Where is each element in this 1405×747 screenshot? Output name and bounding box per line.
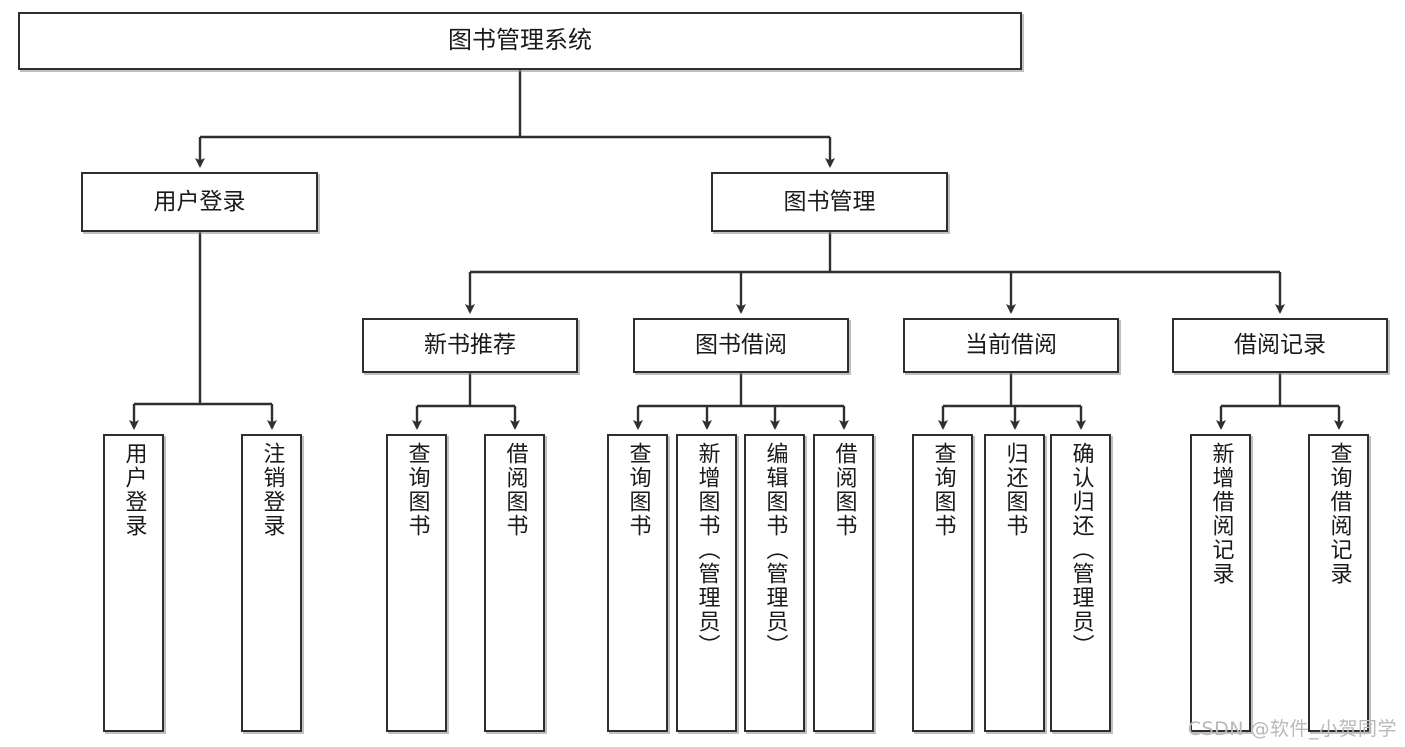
node-borrow-record[interactable]: 借阅记录 xyxy=(1172,318,1388,373)
node-leaf-user-logout-label: 注销登录 xyxy=(259,442,285,538)
node-leaf-rec-query-book-label: 查询图书 xyxy=(404,442,430,538)
node-leaf-cur-query-book[interactable]: 查询图书 xyxy=(912,434,973,732)
node-leaf-user-logout[interactable]: 注销登录 xyxy=(241,434,302,732)
node-new-book-recommend-label: 新书推荐 xyxy=(424,332,516,359)
node-leaf-borrow-edit-book[interactable]: 编辑图书（管理员） xyxy=(744,434,805,732)
node-leaf-user-login[interactable]: 用户登录 xyxy=(103,434,164,732)
node-leaf-rec-add-record[interactable]: 新增借阅记录 xyxy=(1190,434,1251,732)
node-current-borrow[interactable]: 当前借阅 xyxy=(903,318,1119,373)
node-leaf-cur-return-book[interactable]: 归还图书 xyxy=(984,434,1045,732)
node-leaf-borrow-query-book-label: 查询图书 xyxy=(625,442,651,538)
node-leaf-borrow-add-book[interactable]: 新增图书（管理员） xyxy=(676,434,737,732)
node-leaf-cur-query-book-label: 查询图书 xyxy=(930,442,956,538)
node-book-borrow-label: 图书借阅 xyxy=(695,332,787,359)
node-leaf-cur-confirm-return-label: 确认归还（管理员） xyxy=(1068,442,1094,658)
node-leaf-rec-query-record[interactable]: 查询借阅记录 xyxy=(1308,434,1369,732)
node-new-book-recommend[interactable]: 新书推荐 xyxy=(362,318,578,373)
node-leaf-cur-return-book-label: 归还图书 xyxy=(1002,442,1028,538)
node-leaf-rec-borrow-book-label: 借阅图书 xyxy=(502,442,528,538)
node-user-login-label: 用户登录 xyxy=(153,188,246,215)
node-borrow-record-label: 借阅记录 xyxy=(1234,332,1326,359)
watermark-text: CSDN @软件_小贺同学 xyxy=(1187,718,1397,740)
node-leaf-borrow-edit-book-label: 编辑图书（管理员） xyxy=(762,442,788,658)
node-user-login[interactable]: 用户登录 xyxy=(81,172,318,232)
node-leaf-borrow-query-book[interactable]: 查询图书 xyxy=(607,434,668,732)
node-leaf-rec-query-book[interactable]: 查询图书 xyxy=(386,434,447,732)
node-leaf-user-login-label: 用户登录 xyxy=(121,442,147,538)
node-leaf-borrow-borrow-book[interactable]: 借阅图书 xyxy=(813,434,874,732)
node-leaf-rec-borrow-book[interactable]: 借阅图书 xyxy=(484,434,545,732)
node-root[interactable]: 图书管理系统 xyxy=(18,12,1022,70)
node-book-manage[interactable]: 图书管理 xyxy=(711,172,948,232)
node-leaf-borrow-add-book-label: 新增图书（管理员） xyxy=(694,442,720,658)
node-root-label: 图书管理系统 xyxy=(448,26,592,55)
node-leaf-rec-query-record-label: 查询借阅记录 xyxy=(1326,442,1352,586)
node-book-manage-label: 图书管理 xyxy=(783,188,876,215)
node-leaf-rec-add-record-label: 新增借阅记录 xyxy=(1208,442,1234,586)
node-book-borrow[interactable]: 图书借阅 xyxy=(633,318,849,373)
node-leaf-borrow-borrow-book-label: 借阅图书 xyxy=(831,442,857,538)
node-current-borrow-label: 当前借阅 xyxy=(965,332,1057,359)
node-leaf-cur-confirm-return[interactable]: 确认归还（管理员） xyxy=(1050,434,1111,732)
